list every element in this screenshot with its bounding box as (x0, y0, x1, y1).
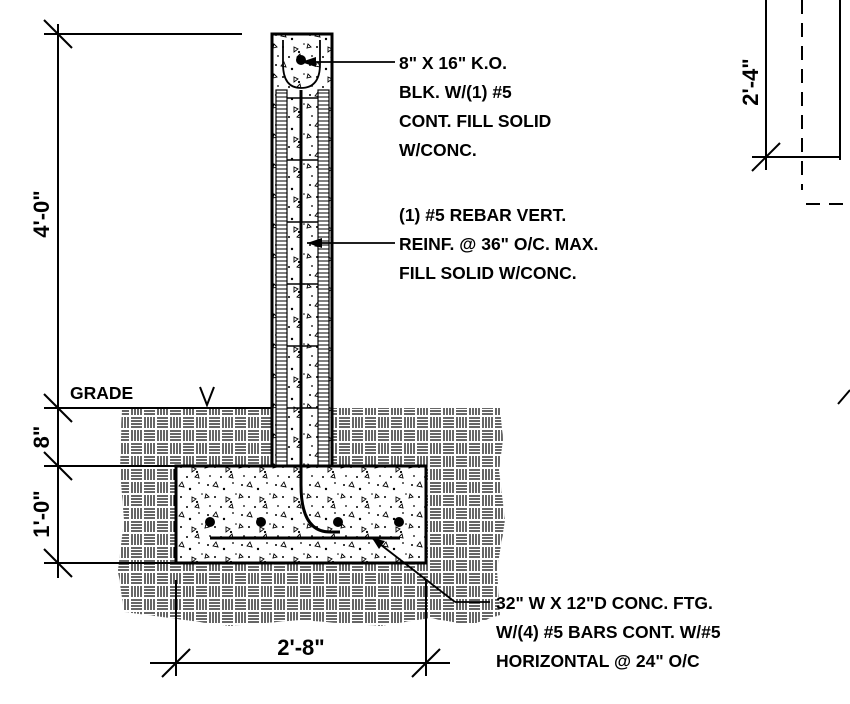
block-wall (270, 32, 340, 534)
note-footing: 32" W X 12"D CONC. FTG. W/(4) #5 BARS CO… (496, 593, 721, 671)
vertical-rebar (299, 90, 340, 534)
rebar-dot (394, 517, 404, 527)
note-line: W/CONC. (399, 140, 477, 160)
dim-wall-height: 4'-0" (29, 190, 54, 237)
note-line: CONT. FILL SOLID (399, 111, 551, 131)
note-line: 8" X 16" K.O. (399, 53, 507, 73)
note-line: 32" W X 12"D CONC. FTG. (496, 593, 713, 613)
note-line: W/(4) #5 BARS CONT. W/#5 (496, 622, 721, 642)
leader-arrow (307, 238, 322, 248)
dimension-lines (43, 0, 850, 678)
dim-below-grade: 8" (29, 426, 54, 449)
note-line: REINF. @ 36" O/C. MAX. (399, 234, 598, 254)
grade-marker: GRADE (44, 383, 272, 409)
dim-detail-height: 2'-4" (738, 58, 763, 105)
rebar-dot (205, 517, 215, 527)
note-ko-block: 8" X 16" K.O. BLK. W/(1) #5 CONT. FILL S… (399, 53, 551, 160)
dim-footing-depth: 1'-0" (29, 490, 54, 537)
leader-arrow (301, 57, 316, 67)
grade-label: GRADE (70, 383, 133, 403)
note-line: HORIZONTAL @ 24" O/C (496, 651, 700, 671)
note-line: BLK. W/(1) #5 (399, 82, 512, 102)
rebar-dot (256, 517, 266, 527)
bond-beam-rebar-dot (296, 55, 306, 65)
leader-arrow (372, 538, 385, 549)
ko-block-cavity (282, 40, 321, 89)
dim-footing-width: 2'-8" (277, 635, 324, 660)
note-line: FILL SOLID W/CONC. (399, 263, 577, 283)
note-line: (1) #5 REBAR VERT. (399, 205, 566, 225)
note-vertical-rebar: (1) #5 REBAR VERT. REINF. @ 36" O/C. MAX… (399, 205, 598, 283)
rebar-dot (333, 517, 343, 527)
